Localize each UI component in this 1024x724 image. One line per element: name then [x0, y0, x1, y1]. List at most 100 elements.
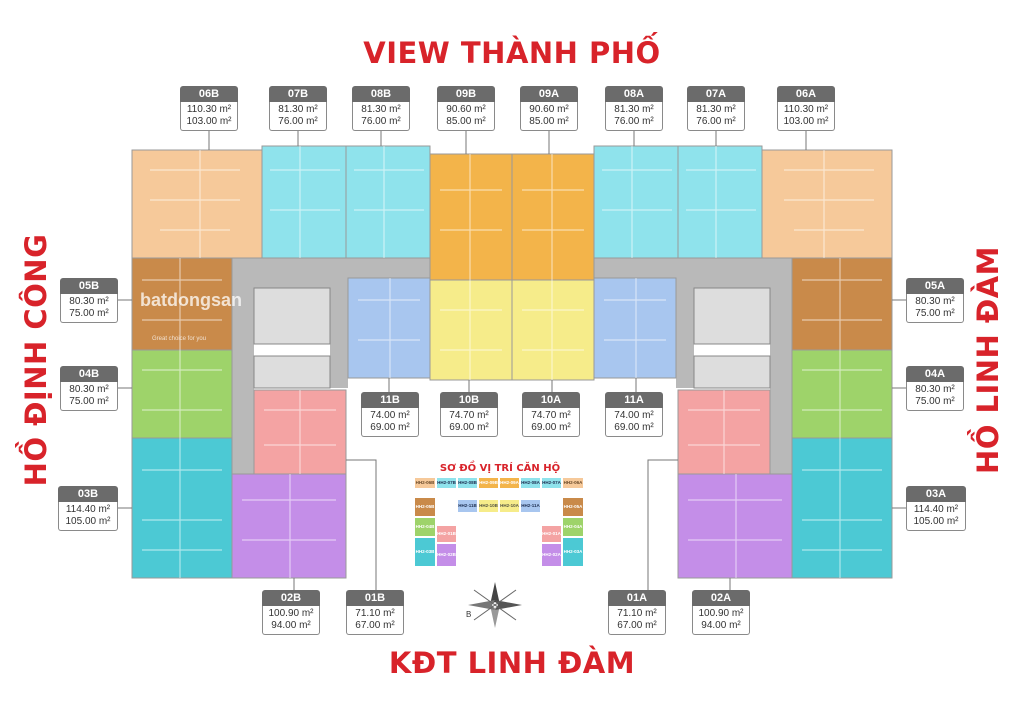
unit-area-gross: 74.70 m² — [531, 410, 571, 421]
room-lines — [142, 146, 882, 578]
unit-area-gross: 74.00 m² — [614, 410, 654, 421]
unit-02A — [677, 473, 793, 579]
unit-09B — [429, 153, 513, 281]
unit-area-gross: 90.60 m² — [446, 104, 486, 115]
unit-area-gross: 90.60 m² — [529, 104, 569, 115]
unit-area-net: 105.00 m² — [65, 516, 111, 527]
unit-code: 11B — [361, 392, 419, 408]
unit-04B — [131, 349, 233, 439]
heading-top: VIEW THÀNH PHỐ — [363, 36, 661, 70]
unit-area-net: 75.00 m² — [915, 396, 955, 407]
unit-05A — [791, 257, 893, 351]
unit-area-gross: 81.30 m² — [614, 104, 654, 115]
unit-code: 03B — [58, 486, 118, 502]
unit-code: 11A — [605, 392, 663, 408]
unit-area-net: 75.00 m² — [69, 308, 109, 319]
mini-cell: HH2-01B — [436, 525, 457, 543]
unit-area-net: 75.00 m² — [69, 396, 109, 407]
unit-area-gross: 71.10 m² — [355, 608, 395, 619]
unit-04A — [791, 349, 893, 439]
mini-cell: HH2-07B — [436, 477, 457, 489]
mini-cell: HH2-04B — [414, 517, 436, 537]
unit-code: 02A — [692, 590, 750, 606]
unit-03B — [131, 437, 233, 579]
unit-10B — [429, 279, 513, 381]
unit-area-net: 103.00 m² — [783, 116, 829, 127]
mini-cell: HH2-07A — [541, 477, 562, 489]
unit-02B — [231, 473, 347, 579]
unit-area-gross: 80.30 m² — [915, 296, 955, 307]
mini-cell: HH2-02B — [436, 543, 457, 567]
unit-code: 02B — [262, 590, 320, 606]
unit-code: 01B — [346, 590, 404, 606]
unit-area-net: 103.00 m² — [186, 116, 232, 127]
unit-10A — [511, 279, 595, 381]
mini-cell: HH2-05B — [414, 497, 436, 517]
heading-right: HỒ LINH ĐÀM — [971, 245, 1005, 475]
unit-area-gross: 74.70 m² — [449, 410, 489, 421]
mini-map-title: SƠ ĐỒ VỊ TRÍ CĂN HỘ — [439, 463, 561, 474]
unit-code: 07B — [269, 86, 327, 102]
unit-area-net: 105.00 m² — [913, 516, 959, 527]
unit-08A — [593, 145, 679, 259]
watermark-brand: batdongsan — [140, 290, 242, 310]
mini-cell: HH2-08B — [457, 477, 478, 489]
unit-area-net: 94.00 m² — [701, 620, 741, 631]
compass-icon — [468, 582, 522, 628]
mini-cell: HH2-09B — [478, 477, 499, 489]
mini-cell: HH2-06B — [414, 477, 436, 489]
unit-code: 09A — [520, 86, 578, 102]
unit-area-net: 76.00 m² — [696, 116, 736, 127]
unit-area-net: 94.00 m² — [271, 620, 311, 631]
unit-area-gross: 114.40 m² — [913, 504, 959, 515]
unit-code: 09B — [437, 86, 495, 102]
unit-area-gross: 80.30 m² — [69, 384, 109, 395]
unit-code: 08B — [352, 86, 410, 102]
heading-bottom: KĐT LINH ĐÀM — [388, 646, 636, 680]
unit-code: 03A — [906, 486, 966, 502]
unit-area-net: 69.00 m² — [614, 422, 654, 433]
unit-area-net: 85.00 m² — [446, 116, 486, 127]
stair-core-right — [693, 287, 771, 389]
unit-area-gross: 80.30 m² — [915, 384, 955, 395]
unit-code: 04B — [60, 366, 118, 382]
unit-code: 05A — [906, 278, 964, 294]
mini-cell: HH2-10B — [478, 499, 499, 513]
unit-area-gross: 100.90 m² — [268, 608, 314, 619]
unit-11A — [593, 277, 677, 379]
heading-left: HỒ ĐỊNH CÔNG — [19, 233, 53, 487]
mini-cell: HH2-10A — [499, 499, 520, 513]
unit-area-gross: 71.10 m² — [617, 608, 657, 619]
unit-code: 08A — [605, 86, 663, 102]
unit-05B — [131, 257, 233, 351]
mini-cell: HH2-01A — [541, 525, 562, 543]
unit-code: 07A — [687, 86, 745, 102]
unit-area-net: 69.00 m² — [370, 422, 410, 433]
unit-06B — [131, 149, 263, 259]
unit-area-net: 69.00 m² — [531, 422, 571, 433]
mini-cell: HH2-03B — [414, 537, 436, 567]
unit-area-gross: 110.30 m² — [186, 104, 232, 115]
compass-label: B — [466, 610, 472, 619]
stair-core-left — [253, 287, 331, 389]
unit-area-gross: 74.00 m² — [370, 410, 410, 421]
unit-area-net: 76.00 m² — [278, 116, 318, 127]
unit-area-gross: 114.40 m² — [65, 504, 111, 515]
mini-cell: HH2-09A — [499, 477, 520, 489]
unit-03A — [791, 437, 893, 579]
